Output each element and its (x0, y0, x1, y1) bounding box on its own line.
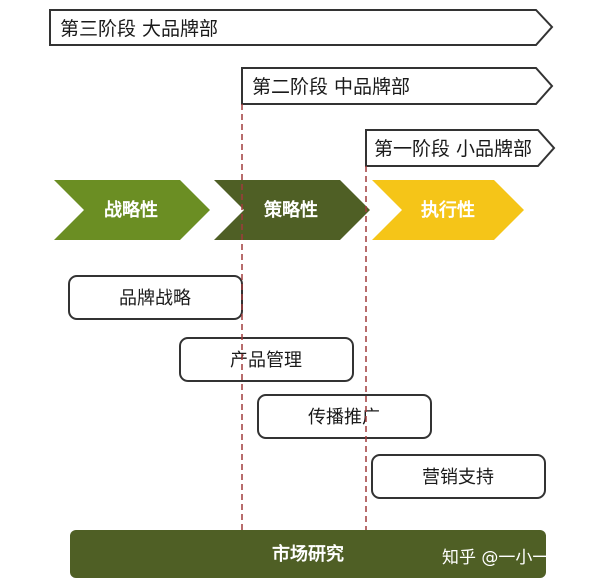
stage-1-label: 第一阶段 小品牌部 (374, 138, 532, 160)
box-marketing-support: 营销支持 (371, 454, 546, 499)
stage-2-label: 第二阶段 中品牌部 (252, 76, 410, 98)
chevron-executive: 执行性 (372, 180, 524, 240)
box-brand-strategy: 品牌战略 (68, 275, 243, 320)
box-promotion-label: 传播推广 (308, 407, 380, 428)
stage-2-arrow: 第二阶段 中品牌部 (241, 67, 554, 105)
chevron-tactical: 策略性 (214, 180, 370, 240)
foundation-bar-label: 市场研究 (272, 543, 344, 565)
chevron-tactical-label: 策略性 (264, 199, 318, 221)
stage-3-label: 第三阶段 大品牌部 (60, 18, 218, 40)
stage-1-arrow: 第一阶段 小品牌部 (365, 129, 556, 167)
box-product-management: 产品管理 (179, 337, 354, 382)
chevron-strategic-label: 战略性 (104, 199, 158, 221)
box-brand-strategy-label: 品牌战略 (119, 288, 191, 309)
box-product-management-label: 产品管理 (230, 350, 302, 371)
box-marketing-support-label: 营销支持 (422, 467, 494, 488)
box-promotion: 传播推广 (257, 394, 432, 439)
foundation-bar: 市场研究 (70, 530, 546, 578)
watermark-text: 知乎 @一小一小撮 (442, 548, 583, 568)
chevron-strategic: 战略性 (54, 180, 210, 240)
chevron-executive-label: 执行性 (421, 199, 475, 221)
stage-3-arrow: 第三阶段 大品牌部 (49, 9, 554, 46)
